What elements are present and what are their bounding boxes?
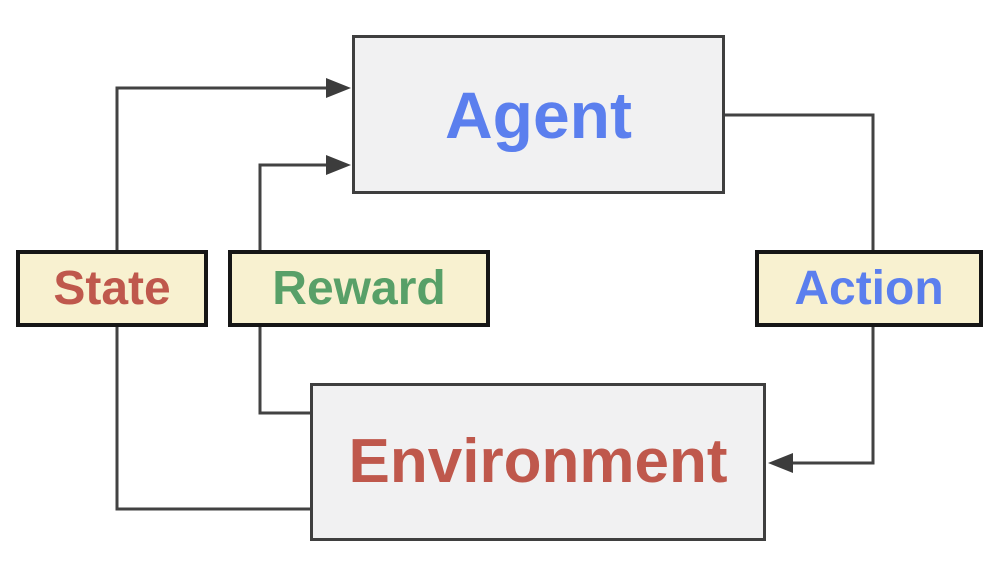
agent-label: Agent (445, 77, 632, 152)
action-label: Action (794, 261, 944, 315)
environment-node: Environment (310, 383, 766, 541)
state-node: State (16, 250, 208, 327)
action-node: Action (755, 250, 983, 327)
environment-label: Environment (348, 427, 728, 496)
state-label: State (53, 261, 171, 315)
reward-node: Reward (228, 250, 490, 327)
arrowhead-into-agent-bottom (326, 155, 351, 175)
agent-node: Agent (352, 35, 725, 194)
reward-label: Reward (272, 261, 446, 315)
arrowhead-into-agent-top (326, 78, 351, 98)
arrowhead-into-environment (768, 453, 793, 473)
